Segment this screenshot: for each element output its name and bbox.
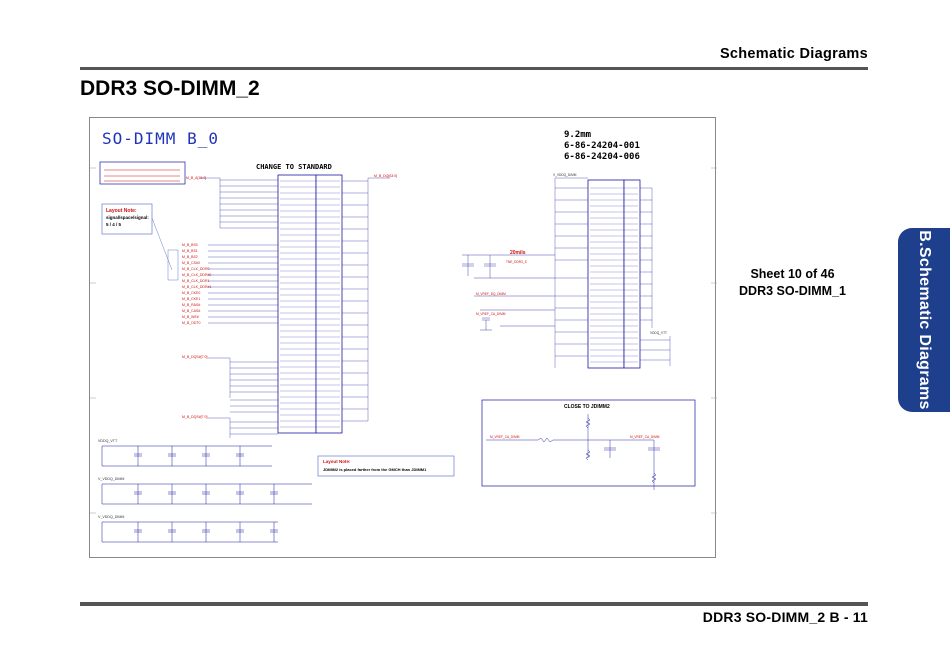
svg-text:M_B_WE#: M_B_WE# bbox=[182, 315, 199, 319]
info-line-1: 9.2mm bbox=[564, 130, 592, 140]
svg-text:M_B_CLK_DDR1: M_B_CLK_DDR1 bbox=[182, 279, 209, 283]
close-to-jdimm2-box bbox=[481, 399, 696, 487]
section-side-tab: B.Schematic Diagrams bbox=[898, 228, 950, 412]
svg-text:M_B_ODT0: M_B_ODT0 bbox=[182, 321, 201, 325]
layout-note-1-line-1: signal/space/signal: bbox=[106, 215, 149, 220]
footer-page-label: DDR3 SO-DIMM_2 B - 11 bbox=[702, 609, 868, 625]
svg-text:M_B_CLK_DDR0: M_B_CLK_DDR0 bbox=[182, 267, 209, 271]
svg-text:M_B_BS1: M_B_BS1 bbox=[182, 249, 198, 253]
sheet-number: Sheet 10 of 46 bbox=[750, 267, 835, 281]
svg-text:M_B_CAS#: M_B_CAS# bbox=[182, 309, 200, 313]
rail-20mils: 20mils bbox=[510, 250, 526, 256]
svg-text:M_B_RAS#: M_B_RAS# bbox=[182, 303, 200, 307]
rail-label-3: V_VDDQ_DIMM bbox=[98, 515, 124, 519]
svg-text:M_B_DQ[63:0]: M_B_DQ[63:0] bbox=[374, 174, 397, 178]
svg-text:M_B_BS2: M_B_BS2 bbox=[182, 255, 198, 259]
side-tab-label: B.Schematic Diagrams bbox=[916, 230, 933, 410]
page-title: DDR3 SO-DIMM_2 bbox=[80, 77, 260, 100]
schematic-heading: CHANGE TO STANDARD bbox=[256, 163, 332, 171]
layout-note-2-line-1: JDIMM2 is placed farther from the GMCH t… bbox=[323, 467, 427, 472]
svg-text:VDDQ_VTT: VDDQ_VTT bbox=[650, 331, 667, 335]
header-rule bbox=[80, 67, 868, 70]
svg-text:M_VREF_CA_DIMM: M_VREF_CA_DIMM bbox=[630, 435, 660, 439]
svg-text:M_B_CKE1: M_B_CKE1 bbox=[182, 297, 200, 301]
sheet-name: DDR3 SO-DIMM_1 bbox=[739, 284, 846, 298]
info-line-2: 6-86-24204-001 bbox=[564, 141, 640, 151]
layout-note-1-line-2: 5 / 4 / 5 bbox=[106, 222, 122, 227]
svg-text:V_VDDQ_DIMM: V_VDDQ_DIMM bbox=[553, 173, 577, 177]
svg-text:M_B_DQS#[7:0]: M_B_DQS#[7:0] bbox=[182, 355, 208, 359]
dimm-connector-left bbox=[277, 174, 317, 434]
header-section-title: Schematic Diagrams bbox=[719, 46, 868, 62]
info-line-3: 6-86-24204-006 bbox=[564, 152, 640, 162]
svg-text:TNE_DDR3_S: TNE_DDR3_S bbox=[506, 260, 527, 264]
sheet-reference: Sheet 10 of 46 DDR3 SO-DIMM_1 bbox=[730, 266, 855, 300]
rail-label-2: V_VDDQ_DIMM bbox=[98, 477, 124, 481]
layout-note-2-title: Layout Note: bbox=[323, 459, 351, 464]
svg-text:M_VREF_DQ_DIMM: M_VREF_DQ_DIMM bbox=[476, 292, 506, 296]
schematic-title: SO-DIMM B_0 bbox=[102, 129, 219, 148]
svg-text:M_B_CLK_DDR#0: M_B_CLK_DDR#0 bbox=[182, 273, 211, 277]
svg-text:M_B_A[15:0]: M_B_A[15:0] bbox=[186, 176, 206, 180]
svg-text:M_B_CLK_DDR#1: M_B_CLK_DDR#1 bbox=[182, 285, 211, 289]
dimm-connector-right bbox=[587, 179, 625, 369]
svg-text:M_B_CS#0: M_B_CS#0 bbox=[182, 261, 200, 265]
layout-note-1-title: Layout Note: bbox=[106, 208, 137, 214]
close-to-jdimm2-label: CLOSE TO JDIMM2 bbox=[564, 404, 610, 410]
svg-text:M_B_BS0: M_B_BS0 bbox=[182, 243, 198, 247]
svg-text:M_VREF_CA_DIMM: M_VREF_CA_DIMM bbox=[490, 435, 520, 439]
svg-text:M_B_DQS#[7:0]: M_B_DQS#[7:0] bbox=[182, 415, 208, 419]
layout-note-2-box bbox=[317, 455, 455, 477]
svg-text:M_B_CKE0: M_B_CKE0 bbox=[182, 291, 200, 295]
footer-rule bbox=[80, 602, 868, 606]
schematic-figure: SO-DIMM B_0 CHANGE TO STANDARD 9.2mm 6-8… bbox=[89, 117, 717, 558]
layout-note-1-box bbox=[101, 203, 153, 235]
svg-text:M_VREF_CA_DIMM: M_VREF_CA_DIMM bbox=[476, 312, 506, 316]
rail-label-1: VDDQ_VTT bbox=[98, 439, 118, 443]
